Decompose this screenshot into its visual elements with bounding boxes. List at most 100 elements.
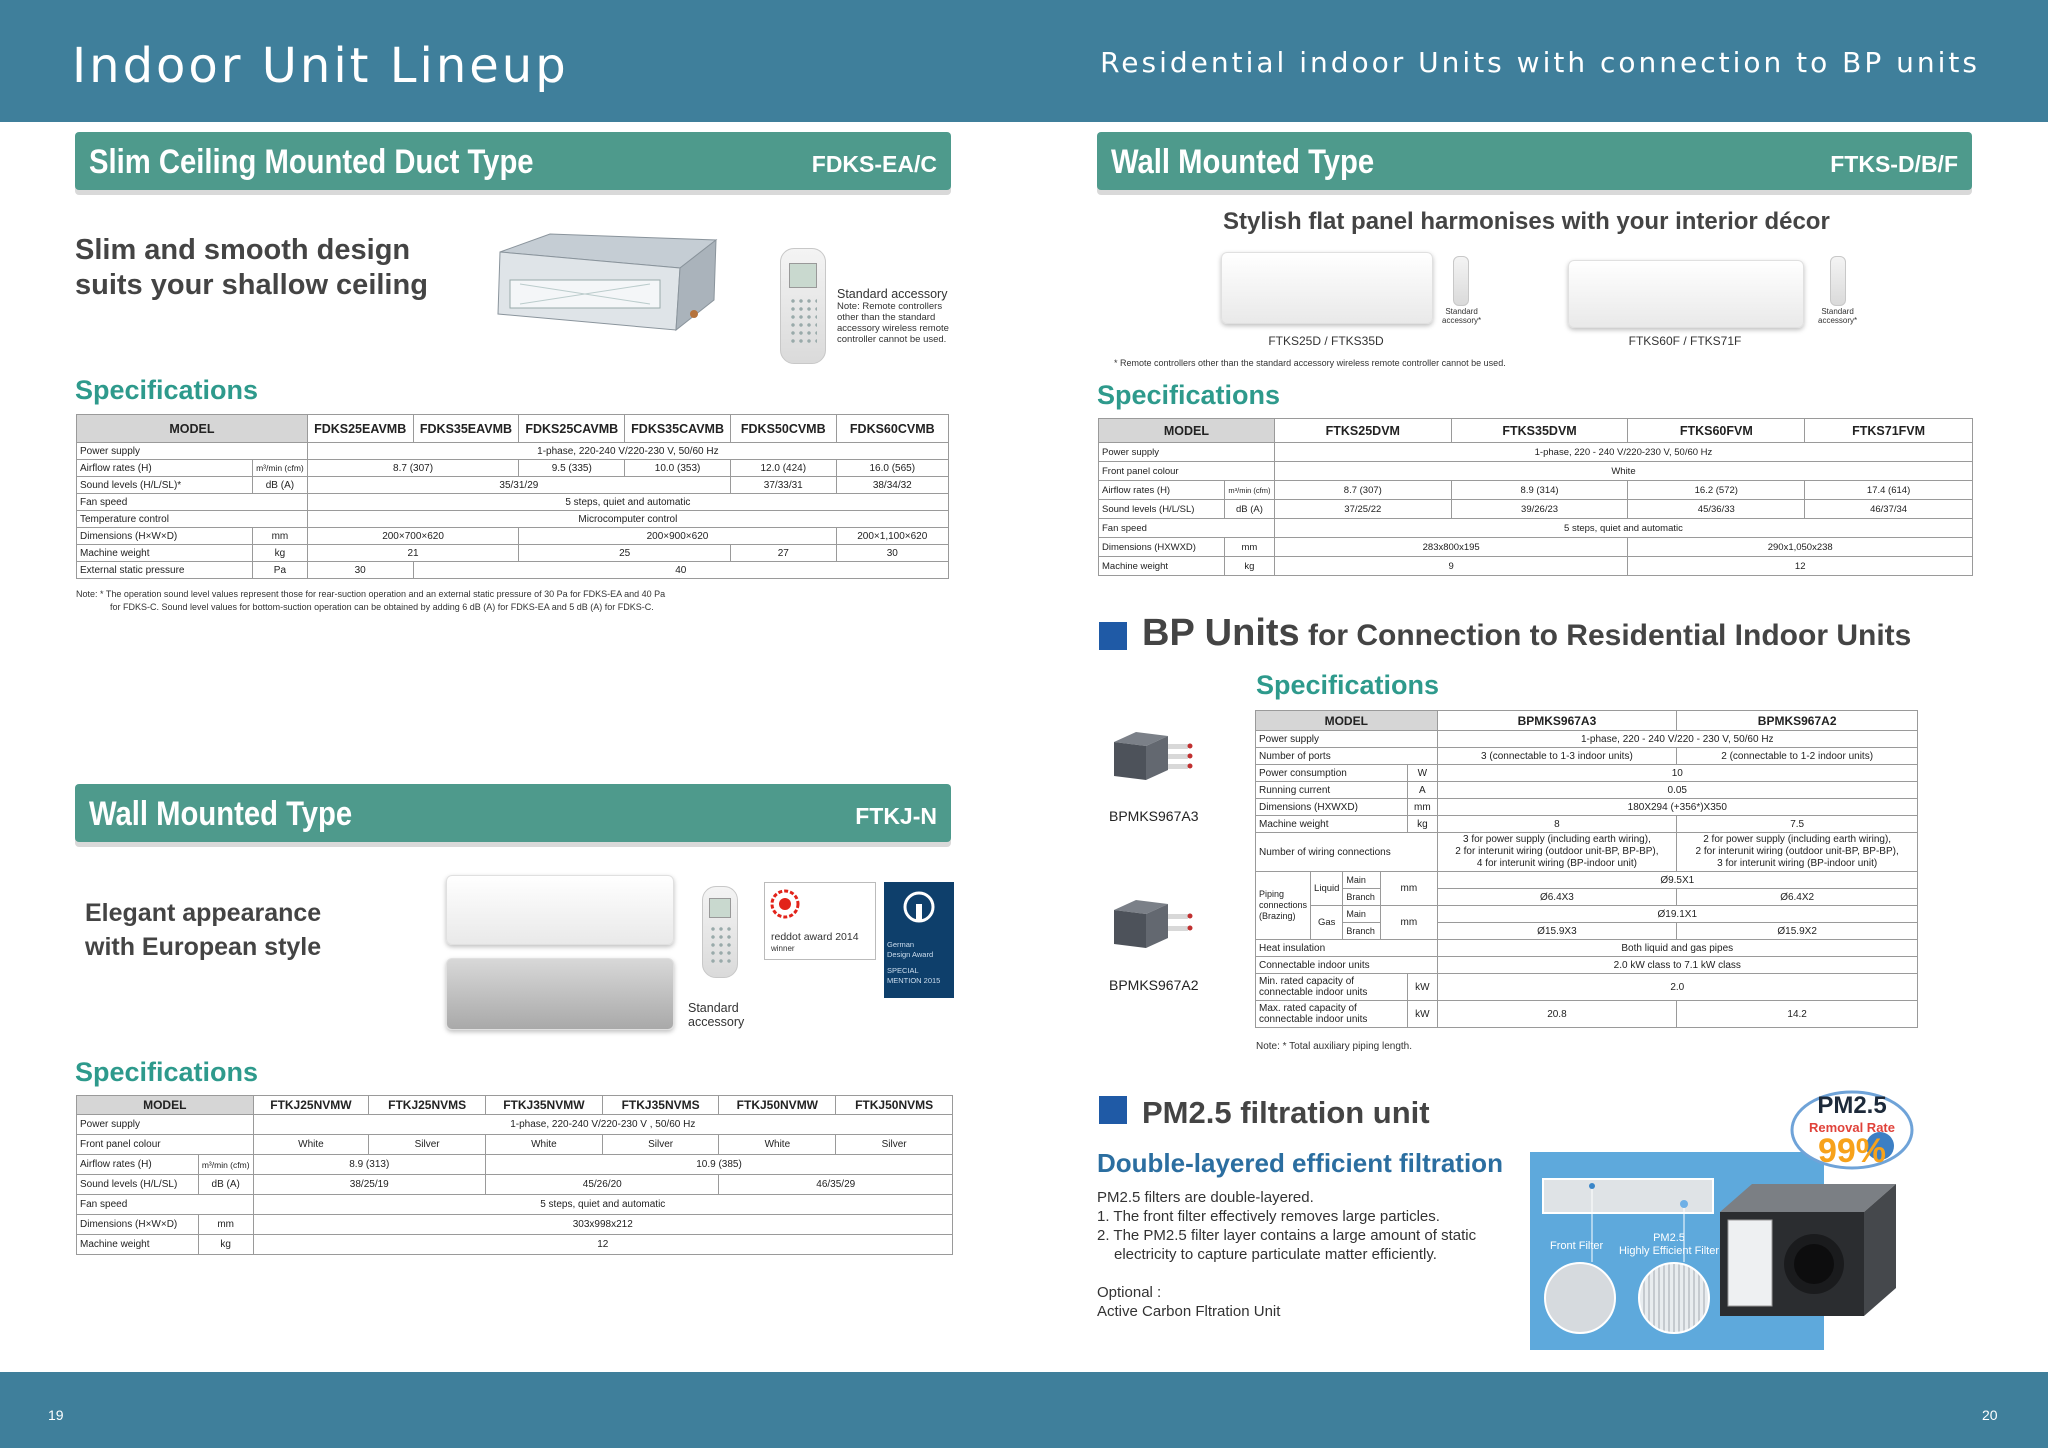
- pm-filter-circle: [1638, 1262, 1710, 1334]
- fdks-accessory-note-3: accessory wireless remote: [837, 322, 949, 334]
- table-cell: Power supply: [1255, 730, 1438, 748]
- table-row: Gas Main mm Ø19.1X1: [1256, 905, 1919, 940]
- table-row: Fan speed 5 steps, quiet and automatic: [76, 1194, 954, 1215]
- table-cell: 3 (connectable to 1-3 indoor units): [1436, 747, 1678, 765]
- table-cell: 30: [835, 544, 950, 562]
- front-filter-circle: [1544, 1262, 1616, 1334]
- table-row: Branch Ø6.4X3 Ø6.4X2: [1256, 888, 1918, 906]
- ftks-headline: Stylish flat panel harmonises with your …: [1223, 208, 1830, 235]
- fdks-note-line-1: Note: * The operation sound level values…: [76, 589, 666, 599]
- table-cell: Power supply: [76, 1114, 254, 1135]
- table-cell: Temperature control: [76, 510, 308, 528]
- table-cell: 30: [306, 561, 414, 579]
- ftks-small-unit-image: [1221, 252, 1433, 324]
- reddot-icon: [770, 889, 800, 919]
- table-cell: 2 (connectable to 1-2 indoor units): [1676, 747, 1918, 765]
- table-row: Power supply 1-phase, 220-240 V/220-230 …: [76, 442, 950, 460]
- table-col-header: FTKS71FVM: [1804, 418, 1973, 443]
- ftks-section-band: Wall Mounted Type FTKS-D/B/F: [1097, 132, 1972, 190]
- ftks-caption-1: FTKS25D / FTKS35D: [1268, 334, 1384, 348]
- table-cell: mm: [1380, 905, 1438, 940]
- table-cell: Silver: [835, 1134, 953, 1155]
- table-row: Fan speed 5 steps, quiet and automatic: [76, 493, 950, 511]
- table-col-header: FDKS60CVMB: [835, 414, 950, 443]
- table-row: MODEL FTKJ25NVMW FTKJ25NVMS FTKJ35NVMW F…: [76, 1095, 953, 1115]
- table-cell: kg: [1223, 556, 1275, 576]
- table-cell: Fan speed: [76, 493, 308, 511]
- table-cell: External static pressure: [75, 561, 254, 579]
- table-cell: 5 steps, quiet and automatic: [306, 493, 950, 511]
- table-cell: Min. rated capacity of connectable indoo…: [1254, 973, 1409, 1001]
- table-cell: 35/31/29: [306, 476, 731, 494]
- table-cell: Machine weight: [75, 544, 254, 562]
- table-model-header: MODEL: [76, 1095, 254, 1115]
- ftks-remote-note: * Remote controllers other than the stan…: [1114, 358, 1506, 368]
- table-cell: Dimensions (HXWXD): [1098, 537, 1225, 557]
- table-cell: dB (A): [197, 1174, 254, 1195]
- table-row: Branch Ø15.9X3 Ø15.9X2: [1256, 922, 1918, 940]
- table-cell: kg: [252, 544, 308, 562]
- table-row: Sound levels (H/L/SL)* dB (A) 35/31/29 3…: [75, 476, 950, 494]
- table-cell: Fan speed: [1098, 518, 1275, 538]
- pm-optional-line-2: Active Carbon Fltration Unit: [1097, 1303, 1281, 1320]
- table-cell: 46/37/34: [1804, 499, 1973, 519]
- pm-filter-label-2: Highly Efficient Filter: [1618, 1245, 1720, 1257]
- table-cell: 8.7 (307): [1273, 480, 1452, 500]
- table-cell: 14.2: [1676, 1000, 1918, 1028]
- table-cell: Sound levels (H/L/SL)*: [75, 476, 254, 494]
- fdks-section-band: Slim Ceiling Mounted Duct Type FDKS-EA/C: [75, 132, 951, 190]
- min-cap-label-2: connectable indoor units: [1259, 987, 1368, 998]
- wiring-a3-line-2: 2 for interunit wiring (outdoor unit-BP,…: [1455, 846, 1659, 857]
- design-award-icon: [903, 891, 935, 923]
- table-cell: 1-phase, 220 - 240 V/220-230 V, 50/60 Hz: [1273, 442, 1974, 462]
- table-cell: 180X294 (+356*)X350: [1436, 798, 1919, 816]
- ftkj-headline-line-1: Elegant appearance: [85, 899, 322, 927]
- design-award-text: German Design Award SPECIAL MENTION 2015: [887, 940, 940, 986]
- table-cell: Number of ports: [1255, 747, 1438, 765]
- pm-filter-label-1: PM2.5: [1653, 1232, 1685, 1244]
- pm-filter-label: PM2.5 Highly Efficient Filter: [1614, 1232, 1724, 1258]
- table-cell: m³/min (cfm): [1223, 480, 1275, 500]
- table-cell: Number of wiring connections: [1255, 832, 1438, 872]
- table-col-header: FTKJ50NVMS: [835, 1095, 953, 1115]
- table-cell: 38/25/19: [252, 1174, 487, 1195]
- table-row: MODEL FTKS25DVM FTKS35DVM FTKS60FVM FTKS…: [1098, 418, 1973, 443]
- table-cell: 37/25/22: [1273, 499, 1452, 519]
- table-cell: White: [718, 1134, 837, 1155]
- bp-section-title: BP Units for Connection to Residential I…: [1142, 612, 1911, 655]
- table-cell: Ø19.1X1: [1436, 905, 1919, 923]
- ftkj-headline-line-2: with European style: [85, 933, 322, 961]
- table-cell: 8: [1436, 815, 1678, 833]
- max-cap-label-2: connectable indoor units: [1259, 1014, 1368, 1025]
- table-cell: 27: [729, 544, 837, 562]
- table-cell: 1-phase, 220-240 V/220-230 V, 50/60 Hz: [306, 442, 950, 460]
- table-row: Number of wiring connections 3 for power…: [1255, 832, 1918, 872]
- table-row: Max. rated capacity of connectable indoo…: [1254, 1000, 1918, 1028]
- table-cell: mm: [1223, 537, 1275, 557]
- table-cell: Airflow rates (H): [76, 1154, 199, 1175]
- table-cell: 20.8: [1436, 1000, 1678, 1028]
- filtration-unit-image: [1720, 1184, 1896, 1316]
- ftks-large-unit-image: [1568, 260, 1804, 328]
- table-cell: Machine weight: [1098, 556, 1225, 576]
- fdks-headline: Slim and smooth design suits your shallo…: [75, 233, 428, 303]
- table-row: Machine weight kg 21 25 27 30: [75, 544, 950, 562]
- ftks-accessory-1-line-1: Standard: [1445, 307, 1478, 316]
- table-row: Power supply 1-phase, 220-240 V/220-230 …: [76, 1114, 954, 1135]
- ftks-band-title: Wall Mounted Type: [1111, 143, 1375, 181]
- table-cell: 12: [252, 1234, 954, 1255]
- table-cell: Ø15.9X3: [1436, 922, 1678, 940]
- table-cell: kg: [1407, 815, 1438, 833]
- table-cell: Branch: [1342, 922, 1382, 940]
- table-row: Airflow rates (H) m³/min (cfm) 8.9 (313)…: [76, 1154, 953, 1175]
- table-row: Airflow rates (H) m³/min (cfm) 8.7 (307)…: [1098, 480, 1973, 500]
- page-number-right: 20: [1982, 1407, 1998, 1423]
- bp-section-marker: [1099, 622, 1127, 650]
- table-cell: Branch: [1342, 888, 1382, 906]
- table-cell: 39/26/23: [1450, 499, 1629, 519]
- fdks-remote-controller-icon: [780, 248, 826, 364]
- reddot-award-logo: reddot award 2014 winner: [764, 882, 876, 960]
- filter-connector-lines: [1589, 1183, 1688, 1262]
- table-cell: Gas: [1310, 905, 1344, 940]
- design-award-line-4: MENTION 2015: [887, 976, 941, 985]
